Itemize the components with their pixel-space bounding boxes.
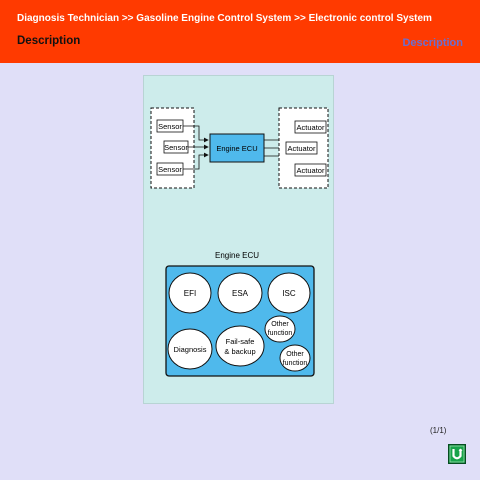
- figure-panel: Sensor Sensor Sensor Engine ECU Actuator…: [143, 75, 334, 404]
- other-function-bubble-2: [279, 344, 311, 372]
- isc-bubble: [267, 272, 311, 314]
- sensor-label-3: Sensor: [158, 165, 182, 174]
- other-function-label-2a: Other: [286, 351, 304, 358]
- failsafe-bubble: [215, 325, 265, 367]
- actuator-label-1: Actuator: [297, 123, 325, 132]
- esa-bubble: [217, 272, 263, 314]
- other-function-label-2b: function: [283, 360, 308, 367]
- actuator-box-3: [294, 163, 327, 177]
- failsafe-label-line1: Fail-safe: [226, 337, 255, 346]
- sensor-arrow-1: [183, 125, 209, 143]
- isc-label: ISC: [282, 289, 296, 298]
- breadcrumb: Diagnosis Technician >> Gasoline Engine …: [17, 13, 432, 24]
- page-count: (1/1): [430, 426, 447, 435]
- engine-ecu-box: [209, 133, 265, 163]
- actuator-box-1: [294, 120, 327, 134]
- diagnosis-label: Diagnosis: [174, 345, 207, 354]
- esa-label: ESA: [232, 289, 249, 298]
- actuator-label-2: Actuator: [288, 144, 316, 153]
- sensor-label-2: Sensor: [164, 143, 188, 152]
- failsafe-label-line2: & backup: [224, 347, 255, 356]
- efi-label: EFI: [184, 289, 196, 298]
- engine-ecu-label: Engine ECU: [216, 144, 257, 153]
- sensor-arrow-3: [183, 152, 209, 170]
- ecu-diagram: Sensor Sensor Sensor Engine ECU Actuator…: [150, 107, 329, 377]
- u-turn-button[interactable]: [448, 444, 466, 464]
- diagnosis-bubble: [167, 328, 213, 370]
- actuator-box-2: [285, 141, 318, 155]
- other-function-label-1a: Other: [271, 321, 289, 328]
- other-function-label-1b: function: [268, 330, 293, 337]
- description-link[interactable]: Description: [402, 37, 463, 49]
- header-bar: Diagnosis Technician >> Gasoline Engine …: [0, 0, 480, 63]
- actuator-label-3: Actuator: [297, 166, 325, 175]
- sensor-label-1: Sensor: [158, 122, 182, 131]
- other-function-bubble-1: [264, 315, 296, 343]
- ecu-section-title: Engine ECU: [215, 251, 259, 260]
- page-title: Description: [17, 35, 81, 47]
- efi-bubble: [168, 272, 212, 314]
- u-turn-icon: [449, 445, 465, 463]
